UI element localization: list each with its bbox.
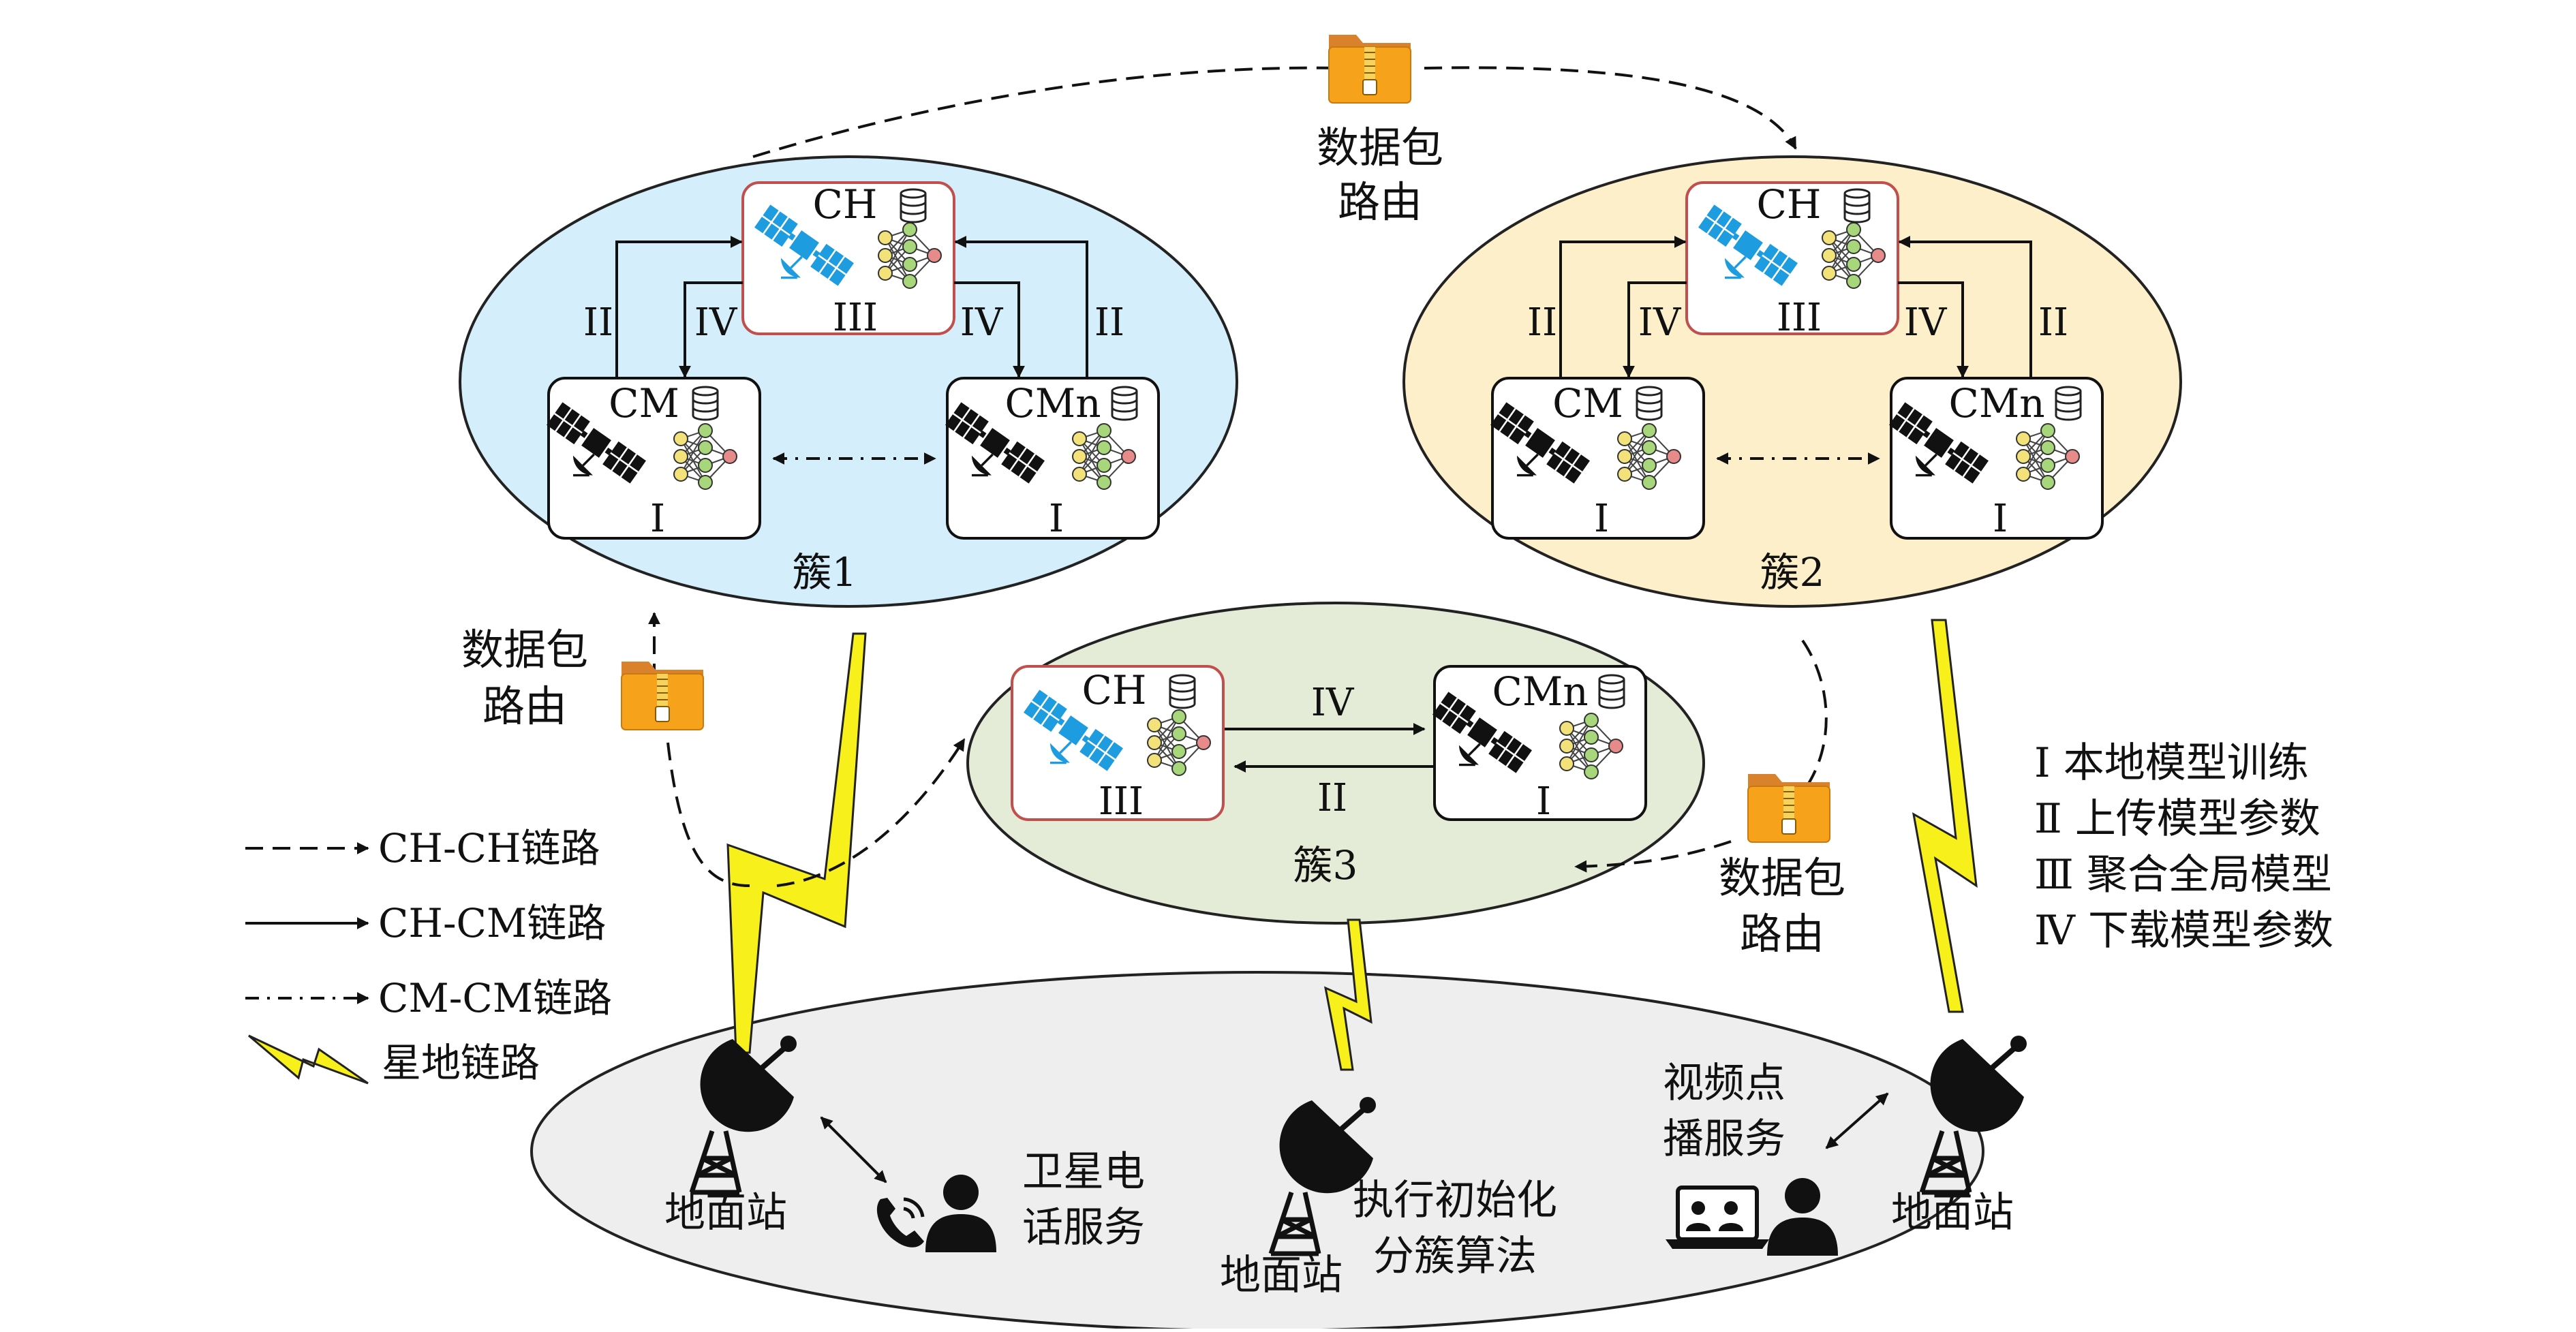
cluster2-upload-left [1559,236,1687,377]
cluster2-step-iv-left: IV [1638,300,1682,345]
steps-legend: Ⅰ 本地模型训练 Ⅱ 上传模型参数 Ⅲ 聚合全局模型 Ⅳ 下载模型参数 [2034,739,2333,955]
packet-label-left-line2: 路由 [482,681,567,731]
legend-sat-ground-label: 星地链路 [382,1040,540,1086]
cluster1-cmn-step-i: I [1049,497,1064,541]
cluster1-step-ii-right: II [1094,300,1124,345]
cluster1-step-iv-right: IV [960,300,1004,345]
cluster1-name: 簇1 [793,549,857,595]
cluster1-cmn-box [946,377,1160,540]
cluster2-cmn-database-icon [2055,386,2082,421]
legend-lightning-icon [248,1034,369,1085]
video-laptop-icon [1666,1188,1769,1249]
cluster1-ch-database-icon [900,188,927,223]
cluster1-download-left [679,281,743,378]
cluster3-cmn-database-icon [1598,674,1625,709]
cluster3-name: 簇3 [1293,842,1358,888]
video-service-line1: 视频点 [1663,1059,1785,1107]
cluster2-cm-label: CM [1552,380,1623,427]
phone-service-line2: 话服务 [1022,1204,1145,1252]
cluster1-cm-database-icon [692,386,719,421]
cluster3-ch-database-icon [1169,674,1196,709]
packet-label-right-line1: 数据包 [1719,853,1845,903]
cluster3-ch-label: CH [1082,667,1147,713]
cluster1-upload-right [954,236,1088,377]
packet-label-top-line1: 数据包 [1317,123,1443,172]
steps-legend-4: Ⅳ 下载模型参数 [2034,907,2333,955]
ground-station-right-label: 地面站 [1891,1189,2014,1237]
cluster1-cm-step-i: I [650,497,665,541]
cluster3-step-iii: III [1099,779,1144,824]
cluster2-upload-right [1898,236,2032,377]
cluster1-download-right [954,281,1025,378]
sat-ground-lightning [726,619,1978,1071]
cluster1-upload-left [615,236,743,377]
video-service-line2: 播服务 [1663,1115,1785,1163]
ground-station-middle-label: 地面站 [1220,1252,1343,1299]
cluster2-step-iv-right: IV [1904,300,1948,345]
cluster2-name: 簇2 [1760,549,1825,595]
link-legend: CH-CH链路 CH-CM链路 CM-CM链路 星地链路 [245,825,612,1086]
cluster3-step-iv: IV [1311,681,1355,725]
station-left-phone-link [820,1116,887,1183]
station-right-video-link [1825,1092,1889,1149]
cluster2-cmn-box [1890,377,2104,540]
legend-ch-ch-label: CH-CH链路 [378,825,600,871]
cluster2-cm-database-icon [1636,386,1663,421]
cluster2-cmn-label: CMn [1948,380,2044,427]
ground-station-left-label: 地面站 [664,1189,787,1237]
cluster2-cm-step-i: I [1594,497,1609,541]
legend-ch-cm-label: CH-CM链路 [378,900,606,946]
cluster1-ch-label: CH [813,181,878,228]
cluster2-download-left [1623,281,1687,378]
cluster2-step-iii: III [1777,296,1822,340]
cluster1-step-iv-left: IV [694,300,738,345]
legend-cm-cm-label: CM-CM链路 [378,975,612,1021]
packet-label-top-line2: 路由 [1338,177,1422,227]
init-cluster-line1: 执行初始化 [1353,1177,1557,1224]
cluster1-step-ii-left: II [583,300,613,345]
cluster-3: CH III CMn I IV II 簇3 [1011,665,1647,888]
cluster3-cmn-step-i: I [1536,779,1551,824]
packet-label-right-line2: 路由 [1740,909,1824,959]
lightning-cluster2-ground [1912,619,1978,1013]
cluster1-step-iii: III [833,296,878,340]
cluster1-cmn-label: CMn [1005,380,1101,427]
lightning-cluster3-ground [1323,918,1373,1071]
cluster2-ch-database-icon [1843,188,1871,223]
cluster3-step-ii: II [1317,776,1347,820]
cluster2-download-right [1898,281,1969,378]
cluster-1: CH III CM I CMn I II IV IV II 簇1 [545,181,1160,595]
cluster1-cm-label: CM [609,380,679,427]
cluster3-cmn-box [1433,665,1647,821]
cluster1-cmn-database-icon [1111,386,1138,421]
packet-folder-icon-right [1747,773,1830,843]
packet-folder-icon-top [1328,34,1411,104]
lightning-cluster1-ground [726,632,867,1054]
cluster2-step-ii-left: II [1527,300,1557,345]
cluster2-ch-label: CH [1757,181,1822,228]
steps-legend-1: Ⅰ 本地模型训练 [2034,739,2309,787]
packet-label-left-line1: 数据包 [461,625,588,675]
cluster3-cmn-label: CMn [1492,668,1588,715]
steps-legend-3: Ⅲ 聚合全局模型 [2034,851,2332,899]
steps-legend-2: Ⅱ 上传模型参数 [2034,795,2320,843]
cluster2-step-ii-right: II [2038,300,2068,345]
cluster-2: CH III CM I CMn I II IV IV II 簇2 [1489,181,2104,595]
cluster2-cmn-step-i: I [1993,497,2008,541]
packet-folder-icon-left [621,661,704,730]
phone-service-line1: 卫星电 [1022,1148,1145,1196]
init-cluster-line2: 分簇算法 [1373,1233,1537,1280]
